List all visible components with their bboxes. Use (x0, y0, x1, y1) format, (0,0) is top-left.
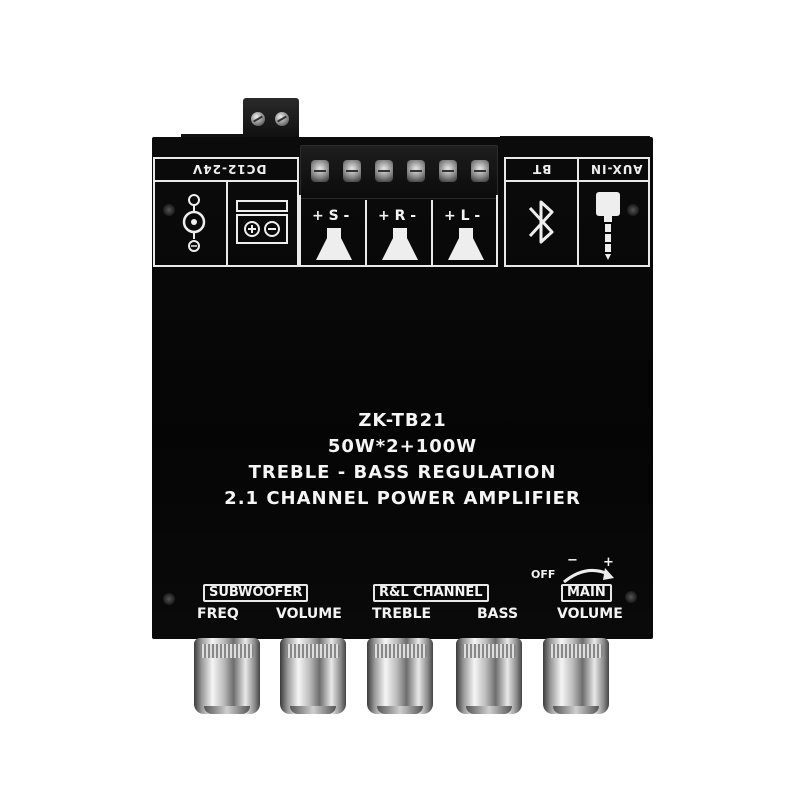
power-jack-icon (182, 194, 206, 252)
power-rating: 50W*2+100W (327, 436, 478, 457)
amplifier-board (152, 137, 653, 639)
channel-label-l: + L - (444, 208, 481, 224)
minus-label: − (567, 553, 578, 568)
knob-label-treble: TREBLE (372, 606, 432, 622)
volume-arc-icon (563, 568, 614, 584)
model-name: ZK-TB21 (358, 410, 447, 431)
feature-text: TREBLE - BASS REGULATION (248, 462, 557, 483)
speaker-screw (407, 160, 425, 182)
knob-label-sub-volume: VOLUME (276, 606, 342, 622)
off-label: OFF (531, 568, 556, 581)
rl-channel-group-label: R&L CHANNEL (373, 584, 489, 602)
knob-label-main-volume: VOLUME (557, 606, 623, 622)
mount-hole (163, 593, 175, 605)
mount-hole (625, 591, 637, 603)
subwoofer-group-label: SUBWOOFER (203, 584, 309, 602)
speaker-panel (299, 195, 498, 267)
speaker-terminal-block (300, 145, 498, 199)
speaker-icon (382, 228, 418, 260)
mount-hole (163, 204, 175, 216)
panel-divider (226, 180, 228, 267)
speaker-screw (375, 160, 393, 182)
terminal-screw (251, 112, 265, 126)
terminal-screw (275, 112, 289, 126)
channel-label-r: + R - (378, 208, 417, 224)
channel-label-s: + S - (312, 208, 350, 224)
speaker-icon (448, 228, 484, 260)
power-polarity-icon (236, 200, 288, 244)
panel-divider (431, 200, 433, 267)
headphone-jack-icon (596, 192, 620, 260)
speaker-screw (471, 160, 489, 182)
freq-knob[interactable] (194, 638, 260, 714)
mount-hole (627, 204, 639, 216)
subwoofer-volume-knob[interactable] (280, 638, 346, 714)
knob-label-bass: BASS (477, 606, 519, 622)
aux-label: AUX-IN (590, 162, 643, 176)
bt-label: BT (532, 162, 552, 176)
speaker-screw (343, 160, 361, 182)
main-volume-knob[interactable] (543, 638, 609, 714)
bass-knob[interactable] (456, 638, 522, 714)
speaker-screw (439, 160, 457, 182)
treble-knob[interactable] (367, 638, 433, 714)
main-group-label: MAIN (561, 584, 612, 602)
panel-divider (577, 157, 579, 267)
power-label: DC12-24V (192, 162, 267, 176)
plus-label: + (603, 555, 614, 570)
speaker-icon (316, 228, 352, 260)
product-title-block: ZK-TB21 50W*2+100W TREBLE - BASS REGULAT… (152, 408, 653, 512)
description-text: 2.1 CHANNEL POWER AMPLIFIER (224, 488, 581, 509)
dc-power-terminal (243, 98, 299, 140)
knob-label-freq: FREQ (197, 606, 239, 622)
speaker-screw (311, 160, 329, 182)
panel-divider (365, 200, 367, 267)
bluetooth-icon (528, 200, 554, 244)
